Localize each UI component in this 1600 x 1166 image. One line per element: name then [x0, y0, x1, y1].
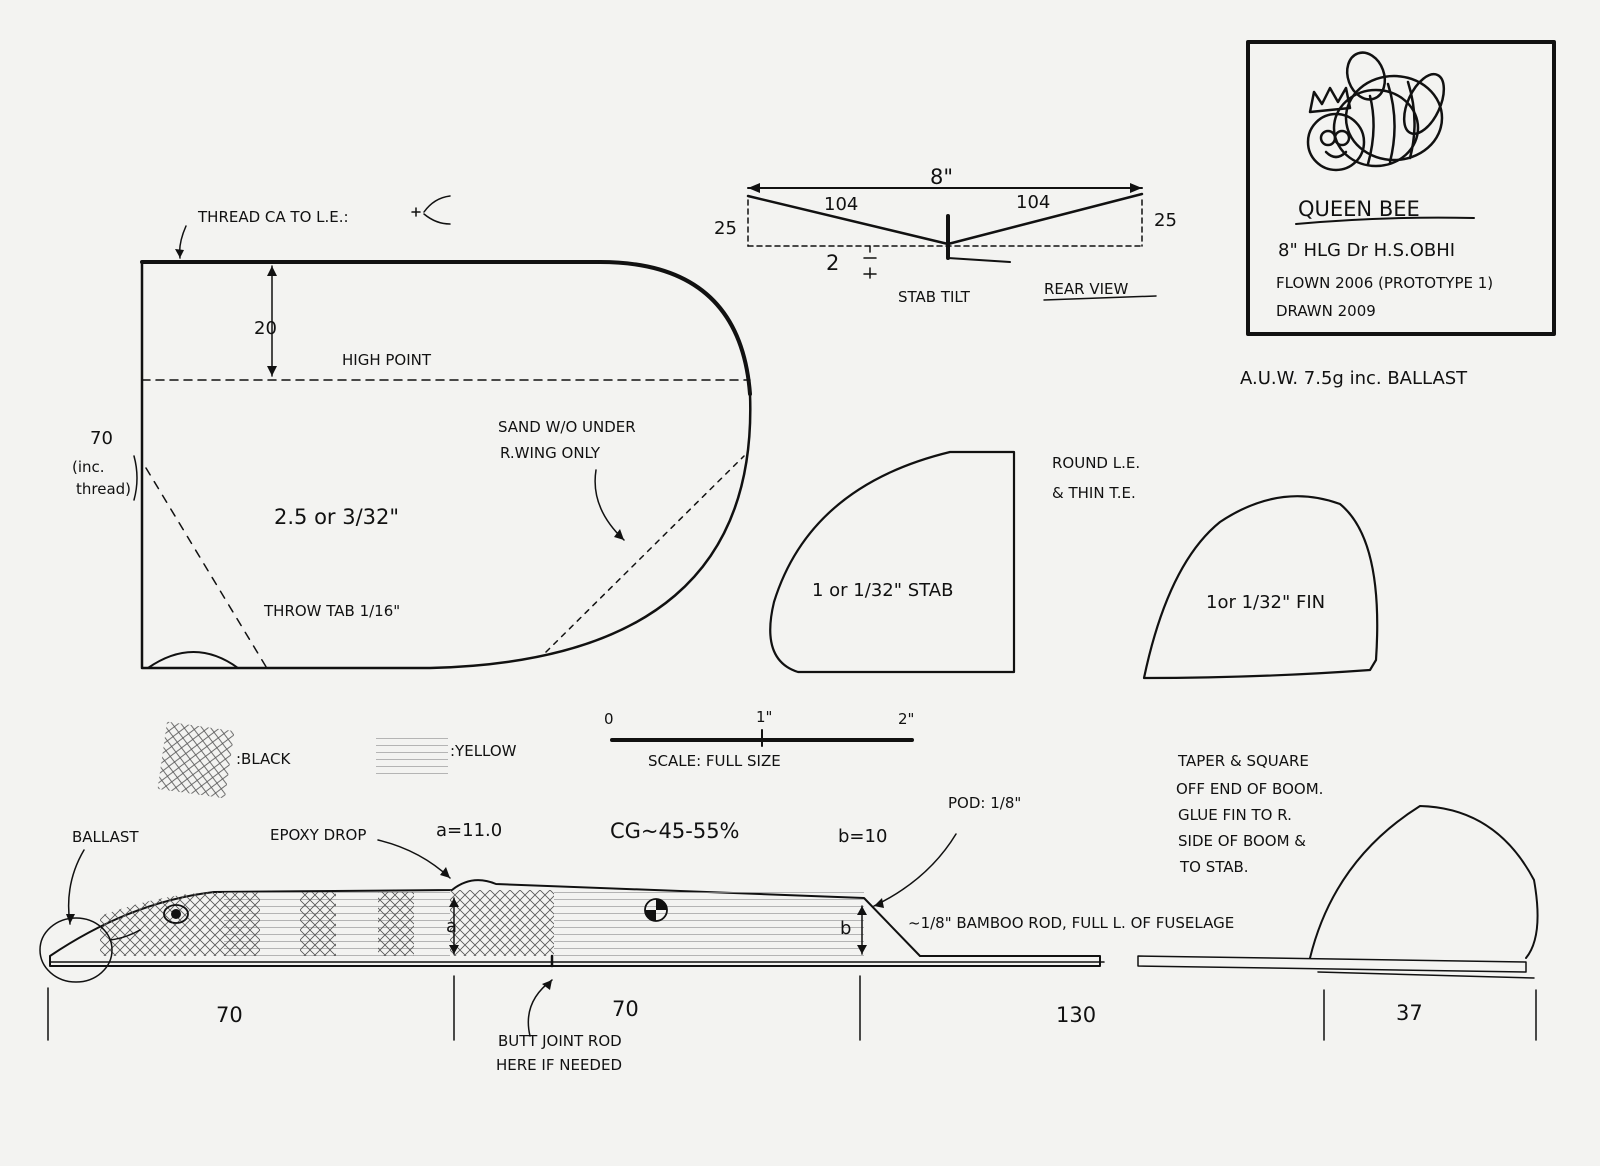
- scale-caption: SCALE: FULL SIZE: [648, 752, 781, 770]
- wing-material: 2.5 or 3/32": [274, 505, 399, 529]
- stab-label: 1 or 1/32" STAB: [812, 580, 953, 601]
- wing-outline: [140, 260, 752, 670]
- stab-part: 1 or 1/32" STAB: [769, 450, 1016, 674]
- boom-note-2: OFF END OF BOOM.: [1176, 780, 1323, 798]
- drawn-info: DRAWN 2009: [1276, 302, 1376, 320]
- boom-note-5: TO STAB.: [1179, 858, 1249, 876]
- high-point-label: HIGH POINT: [342, 351, 432, 369]
- sand-note-2: R.WING ONLY: [500, 444, 601, 462]
- flown-info: FLOWN 2006 (PROTOTYPE 1): [1276, 274, 1493, 292]
- fin-note-2: & THIN T.E.: [1052, 484, 1136, 502]
- boom-end: [1137, 805, 1539, 979]
- scale-bar: 0 1" 2" SCALE: FULL SIZE: [604, 708, 914, 770]
- sand-note-1: SAND W/O UNDER: [498, 418, 636, 436]
- rear-view: 8" 104 104 25 25 2 STAB TILT REAR VIEW: [714, 165, 1177, 306]
- stab-outline: [769, 450, 1016, 674]
- fin-note-1: ROUND L.E.: [1052, 454, 1140, 472]
- chord-inc: (inc.: [72, 458, 105, 476]
- scale-one-inch: 1": [756, 708, 772, 726]
- fin-side-view: [1309, 805, 1539, 959]
- nose-hatch: [100, 892, 224, 956]
- yellow-tail: [554, 890, 864, 956]
- span-label: 8": [930, 165, 953, 189]
- dim-nose: 70: [216, 1003, 243, 1027]
- finger-cutout: [147, 651, 239, 669]
- a-value: a=11.0: [436, 820, 502, 841]
- right-length-label: 104: [1016, 192, 1050, 213]
- queen-bee-logo: [1306, 51, 1446, 172]
- auw-note: A.U.W. 7.5g inc. BALLAST: [1240, 368, 1468, 389]
- yellow-swatch: [376, 734, 448, 780]
- boom-note-1: TAPER & SQUARE: [1177, 752, 1309, 770]
- fin-label: 1or 1/32" FIN: [1206, 592, 1325, 613]
- plan-title: QUEEN BEE: [1298, 197, 1420, 221]
- title-underline: [1295, 216, 1475, 225]
- black-label: :BLACK: [236, 750, 292, 768]
- sand-line: [545, 455, 745, 653]
- chord-thread: thread): [76, 480, 131, 498]
- b-marker: b: [840, 918, 851, 939]
- eye-detail: [163, 904, 189, 924]
- black-swatch: [157, 721, 235, 799]
- fin-part: ROUND L.E. & THIN T.E. 1or 1/32" FIN: [1052, 454, 1379, 680]
- title-block: QUEEN BEE 8" HLG Dr H.S.OBHI FLOWN 2006 …: [1246, 40, 1556, 336]
- dim-boom: 130: [1056, 1003, 1096, 1027]
- dim-20: 20: [254, 318, 277, 339]
- title-frame: [1246, 40, 1556, 336]
- a-marker: a: [446, 916, 457, 937]
- bamboo-note: ~1/8" BAMBOO ROD, FULL L. OF FUSELAGE: [908, 914, 1234, 932]
- epoxy-label: EPOXY DROP: [270, 826, 366, 844]
- model-info: 8" HLG Dr H.S.OBHI: [1278, 240, 1455, 261]
- chord-dim: 70: [90, 428, 113, 449]
- ballast-label: BALLAST: [72, 828, 139, 846]
- scale-two-inch: 2": [898, 710, 914, 728]
- throw-tab-label: THROW TAB 1/16": [263, 602, 400, 620]
- stab-left-half: [746, 194, 950, 246]
- dim-fin: 37: [1396, 1001, 1423, 1025]
- fuselage: a b: [39, 879, 1105, 983]
- left-length-label: 104: [824, 194, 858, 215]
- boom-tail: [1137, 955, 1527, 973]
- cg-range: CG~45-55%: [610, 819, 740, 843]
- scale-zero: 0: [604, 710, 614, 728]
- dim-mid: 70: [612, 997, 639, 1021]
- right-height-label: 25: [1154, 210, 1177, 231]
- black-stripes: [224, 890, 554, 956]
- thread-note: THREAD CA TO L.E.:: [197, 208, 349, 226]
- left-height-label: 25: [714, 218, 737, 239]
- butt-joint-2: HERE IF NEEDED: [496, 1056, 622, 1074]
- legend: :BLACK :YELLOW: [157, 721, 517, 799]
- stab-tilt-label: STAB TILT: [898, 288, 971, 306]
- wing-panel: THREAD CA TO L.E.: 20 HIGH POINT 70 (inc…: [72, 195, 752, 671]
- butt-joint-1: BUTT JOINT ROD: [498, 1032, 622, 1050]
- ballast-outline: [39, 917, 113, 983]
- b-value: b=10: [838, 826, 887, 847]
- yellow-label: :YELLOW: [450, 742, 517, 760]
- tilt-value: 2: [826, 251, 839, 275]
- pod-label: POD: 1/8": [948, 794, 1021, 812]
- length-dimensions: [47, 975, 1537, 1041]
- stab-right-half: [946, 192, 1144, 246]
- fin-outline: [1142, 495, 1379, 680]
- boom-note-4: SIDE OF BOOM &: [1178, 832, 1306, 850]
- throw-tab-line: [145, 467, 269, 671]
- rear-view-title: REAR VIEW: [1044, 280, 1129, 298]
- boom-note-3: GLUE FIN TO R.: [1178, 806, 1292, 824]
